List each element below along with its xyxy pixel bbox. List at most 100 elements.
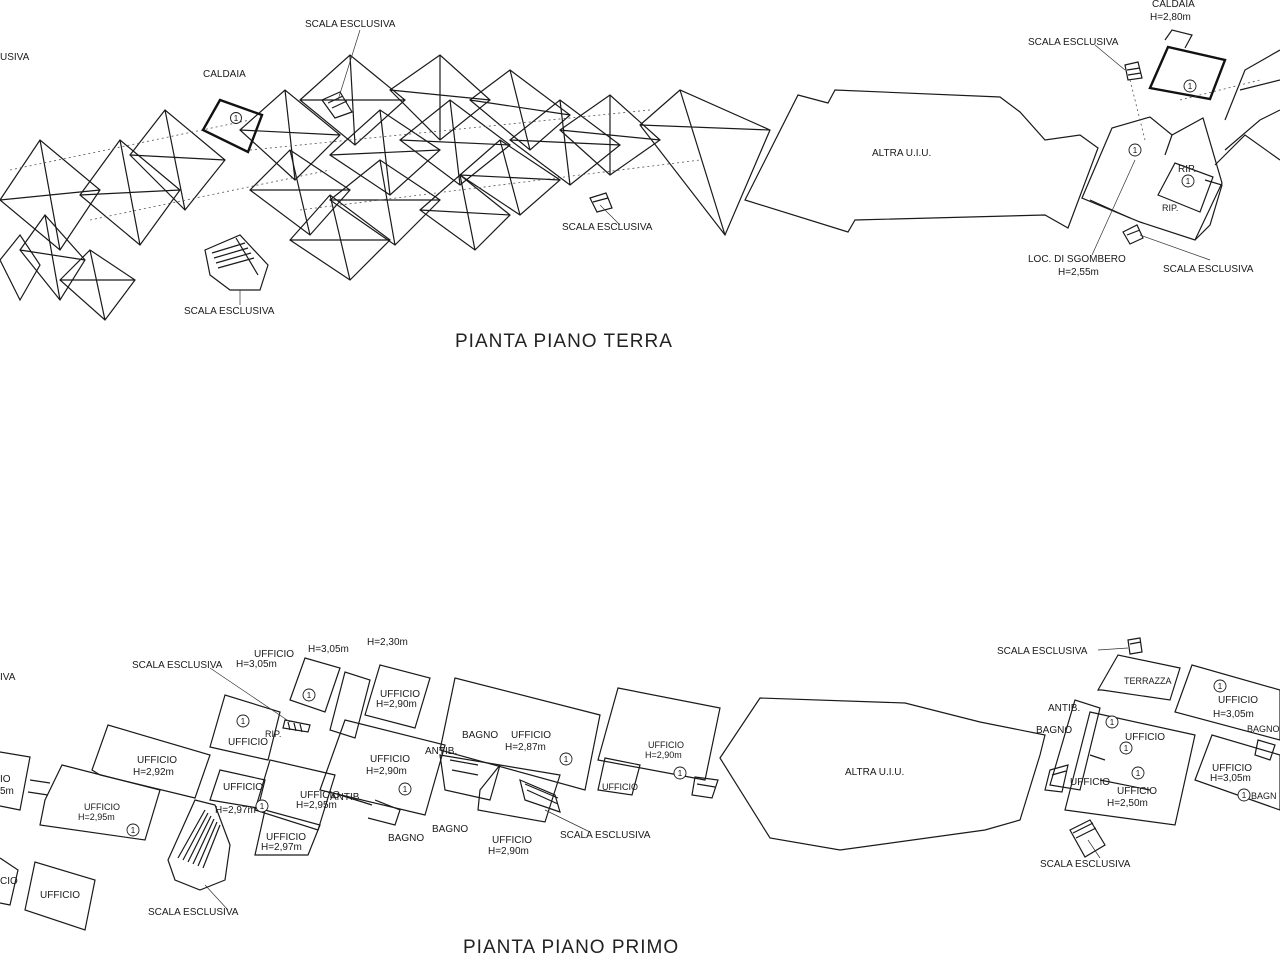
unit-mark-caldaia-left: 1 — [230, 112, 242, 124]
label-scala-esclusiva-right-bottom: SCALA ESCLUSIVA — [1163, 264, 1254, 275]
label-bagno-edge-a: BAGNO — [1247, 724, 1280, 734]
svg-text:1: 1 — [1133, 146, 1138, 155]
label-left-edge-a: IVA — [0, 672, 16, 683]
label-loc-sgombero-height: H=2,55m — [1058, 267, 1099, 278]
svg-text:1: 1 — [678, 769, 683, 778]
label-h305-b: H=3,05m — [308, 644, 349, 655]
label-ufficio-297-a: UFFICIO — [223, 782, 263, 793]
label-h230: H=2,30m — [367, 637, 408, 648]
stair-left-bottom — [204, 234, 269, 291]
label-loc-sgombero: LOC. DI SGOMBERO — [1028, 254, 1126, 265]
label-ufficio-290-c: UFFICIO — [492, 835, 532, 846]
first-floor-left-rooms — [0, 657, 721, 931]
label-ufficio-290-c-height: H=2,90m — [488, 846, 529, 857]
svg-text:1: 1 — [403, 785, 408, 794]
label-ufficio-290-b: UFFICIO — [370, 754, 410, 765]
label-bagno-c: BAGNO — [432, 824, 468, 835]
stair-symbol-mid — [589, 192, 613, 213]
svg-text:1: 1 — [1124, 744, 1129, 753]
label-ufficio-295-mid-height: H=2,95m — [296, 800, 337, 811]
label-ufficio-305-right-b-height: H=3,05m — [1210, 773, 1251, 784]
label-ufficio-right-b: UFFICIO — [1070, 777, 1110, 788]
label-scala-esclusiva-top: SCALA ESCLUSIVA — [305, 19, 396, 30]
svg-text:1: 1 — [260, 802, 265, 811]
label-ufficio-292-height: H=2,92m — [133, 767, 174, 778]
unit-mark-caldaia-right: 1 — [1183, 79, 1197, 93]
stair-symbol-top — [321, 91, 353, 119]
label-ufficio-right-c: UFFICIO — [1117, 786, 1157, 797]
label-ufficio-297-c-height: H=2,97m — [261, 842, 302, 853]
label-ufficio-292: UFFICIO — [137, 755, 177, 766]
label-antib-b: ANTIB. — [425, 746, 457, 757]
label-caldaia-right-height: H=2,80m — [1150, 12, 1191, 23]
svg-text:1: 1 — [1242, 791, 1247, 800]
label-left-edge-d: CIO — [0, 876, 18, 887]
label-scala-esclusiva-right-top: SCALA ESCLUSIVA — [997, 646, 1088, 657]
label-ufficio-305-right-a-height: H=3,05m — [1213, 709, 1254, 720]
label-ufficio-295-left: UFFICIO — [84, 802, 120, 812]
label-terrazza: TERRAZZA — [1124, 676, 1172, 686]
right-block-ground — [1081, 29, 1280, 245]
svg-text:1: 1 — [131, 826, 136, 835]
roof-modules-left — [0, 54, 771, 321]
label-bagno-edge-b: BAGN — [1251, 791, 1277, 801]
label-ufficio-290-b-height: H=2,90m — [366, 766, 407, 777]
label-rip-1: RIP. — [1178, 164, 1196, 175]
label-ufficio-295-left-height: H=2,95m — [78, 812, 115, 822]
label-bagno-a: BAGNO — [462, 730, 498, 741]
label-antib-right: ANTIB. — [1048, 703, 1080, 714]
label-scala-esclusiva-edge: USIVA — [0, 52, 30, 63]
stair-first-left — [167, 719, 561, 891]
svg-text:1: 1 — [1110, 718, 1115, 727]
label-rip-2: RIP. — [1162, 203, 1178, 213]
ground-floor-plan: 1 1 1 — [0, 0, 1280, 352]
label-ufficio-top: UFFICIO — [254, 649, 294, 660]
label-scala-esclusiva-bottom: SCALA ESCLUSIVA — [148, 907, 239, 918]
svg-text:1: 1 — [307, 691, 312, 700]
label-ufficio-287-height: H=2,87m — [505, 742, 546, 753]
label-caldaia-right: CALDAIA — [1152, 0, 1195, 10]
label-ufficio-297-c: UFFICIO — [266, 832, 306, 843]
svg-text:1: 1 — [564, 755, 569, 764]
unit-mark-rip: 1 — [1181, 174, 1195, 188]
label-ufficio-290-a-height: H=2,90m — [376, 699, 417, 710]
label-altra-uiu-ground: ALTRA U.I.U. — [872, 148, 931, 159]
label-scala-esclusiva-bottom-left: SCALA ESCLUSIVA — [184, 306, 275, 317]
label-ufficio-287: UFFICIO — [511, 730, 551, 741]
label-rip: RIP. — [265, 729, 281, 739]
label-caldaia-left: CALDAIA — [203, 69, 246, 80]
svg-text:1: 1 — [234, 114, 239, 123]
label-scala-esclusiva-right-top: SCALA ESCLUSIVA — [1028, 37, 1119, 48]
label-bagno-right: BAGNO — [1036, 725, 1072, 736]
label-ufficio-bottom-left: UFFICIO — [40, 890, 80, 901]
altra-uiu-first — [719, 697, 1046, 851]
label-scala-esclusiva-top: SCALA ESCLUSIVA — [132, 660, 223, 671]
svg-text:1: 1 — [1136, 769, 1141, 778]
label-ufficio-small: UFFICIO — [602, 782, 638, 792]
unit-marks-first-floor: 1 1 1 1 1 1 1 1 1 1 1 1 1 — [126, 679, 1251, 837]
label-ufficio-right-c-height: H=2,50m — [1107, 798, 1148, 809]
label-ufficio-305-right-b: UFFICIO — [1212, 763, 1252, 774]
first-floor-title: PIANTA PIANO PRIMO — [463, 937, 679, 958]
svg-text:1: 1 — [1186, 177, 1191, 186]
label-antib-a: ANTIB. — [330, 792, 362, 803]
label-ufficio-rip: UFFICIO — [228, 737, 268, 748]
label-ufficio-290-d-height: H=2,90m — [645, 750, 682, 760]
label-ufficio-right-a: UFFICIO — [1125, 732, 1165, 743]
label-scala-esclusiva-right-bottom: SCALA ESCLUSIVA — [1040, 859, 1131, 870]
label-left-edge-b: IO — [0, 774, 11, 785]
label-h297-b: H=2,97m — [215, 805, 256, 816]
label-ufficio-top-height: H=3,05m — [236, 659, 277, 670]
svg-text:1: 1 — [1218, 682, 1223, 691]
unit-mark-sgombero: 1 — [1128, 143, 1142, 157]
label-ufficio-290-d: UFFICIO — [648, 740, 684, 750]
ground-floor-title: PIANTA PIANO TERRA — [455, 331, 673, 352]
label-altra-uiu-first: ALTRA U.I.U. — [845, 767, 904, 778]
svg-text:1: 1 — [1188, 82, 1193, 91]
first-floor-right-rooms — [1044, 637, 1280, 858]
label-left-edge-c: 5m — [0, 786, 14, 797]
svg-text:1: 1 — [241, 717, 246, 726]
label-bagno-b: BAGNO — [388, 833, 424, 844]
label-ufficio-305-right-a: UFFICIO — [1218, 695, 1258, 706]
